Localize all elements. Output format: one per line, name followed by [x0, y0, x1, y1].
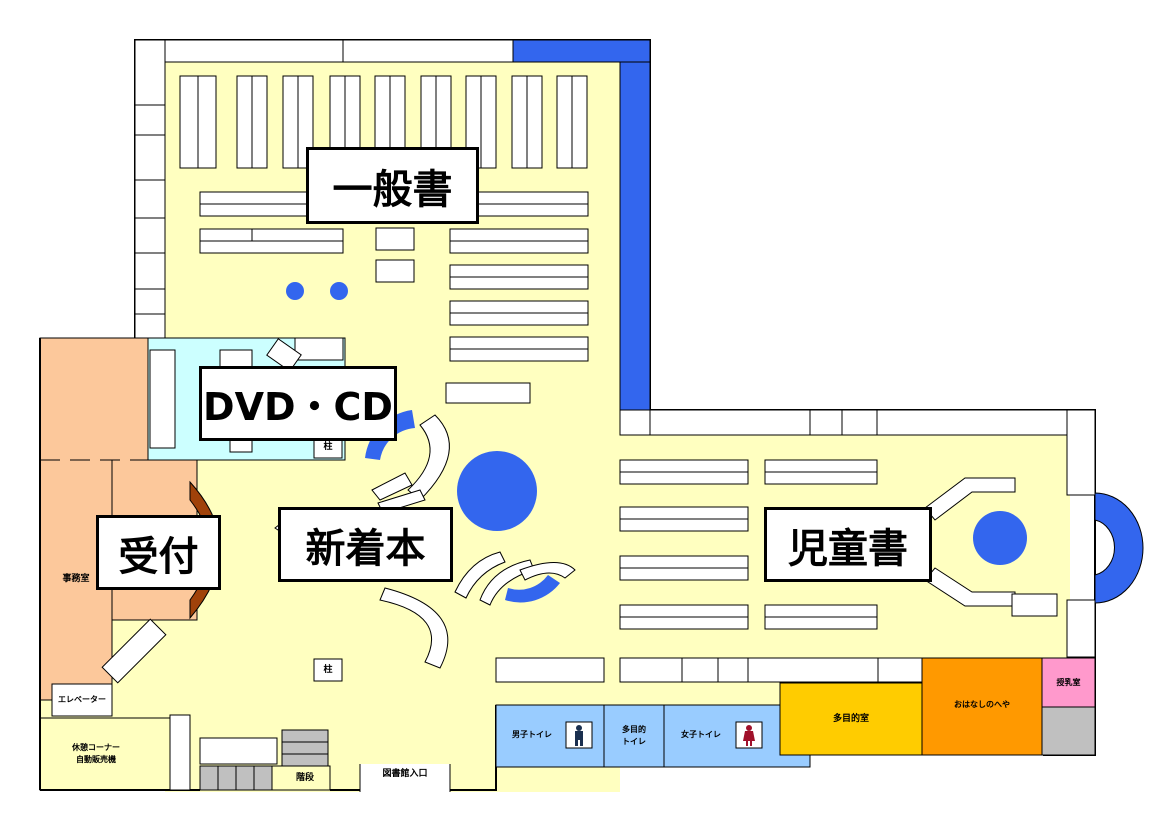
bottom-shelves — [169, 657, 923, 791]
multi-toilet-label: 多目的 トイレ — [622, 725, 646, 746]
left-wall-panels — [134, 39, 166, 339]
pillar-lower-label: 柱 — [323, 665, 333, 675]
toilets[interactable] — [495, 704, 811, 768]
story-room-label: おはなしのへや — [954, 700, 1010, 709]
dvd-shelves — [149, 337, 344, 453]
rest-corner — [39, 717, 171, 791]
multipurpose-room-label: 多目的室 — [832, 714, 869, 724]
womens-toilet-label: 女子トイレ — [681, 730, 721, 739]
rest-corner-label: 休憩コーナー 自動販売機 — [72, 743, 120, 764]
entrance-label: 図書館入口 — [382, 769, 428, 779]
male-figure-icon — [575, 725, 583, 746]
nursing-room-label: 授乳室 — [1056, 678, 1081, 687]
dvd-cd-label[interactable]: DVD・CD — [199, 366, 397, 441]
female-figure-icon — [743, 725, 755, 746]
mens-toilet-label: 男子トイレ — [512, 730, 552, 739]
elevator-label: エレベーター — [58, 695, 106, 704]
multipurpose-room[interactable] — [779, 682, 923, 756]
stairs-label: 階段 — [295, 773, 314, 783]
elevator[interactable] — [51, 683, 113, 717]
children-wall-panels — [619, 409, 1096, 658]
entrance[interactable] — [360, 764, 450, 792]
tall-bookshelves — [179, 75, 588, 169]
reception-label[interactable]: 受付 — [96, 515, 221, 590]
blue-arc-lower — [505, 575, 560, 603]
general-books-label[interactable]: 一般書 — [306, 147, 479, 224]
pillar-lower — [313, 658, 343, 682]
storage-room — [1041, 706, 1096, 756]
children-books-label[interactable]: 児童書 — [764, 507, 932, 582]
story-room[interactable] — [921, 657, 1043, 756]
nursing-room[interactable] — [1041, 657, 1096, 708]
stairs[interactable] — [199, 729, 331, 791]
counter-desk — [101, 618, 167, 684]
pillar-upper-label: 柱 — [323, 442, 333, 452]
round-tables — [286, 282, 1027, 565]
office-label: 事務室 — [62, 574, 90, 584]
blue-wall-shelves — [512, 39, 1144, 604]
low-bookshelves — [199, 191, 589, 404]
top-wall-panels — [164, 39, 514, 63]
new-books-label[interactable]: 新着本 — [278, 507, 453, 582]
